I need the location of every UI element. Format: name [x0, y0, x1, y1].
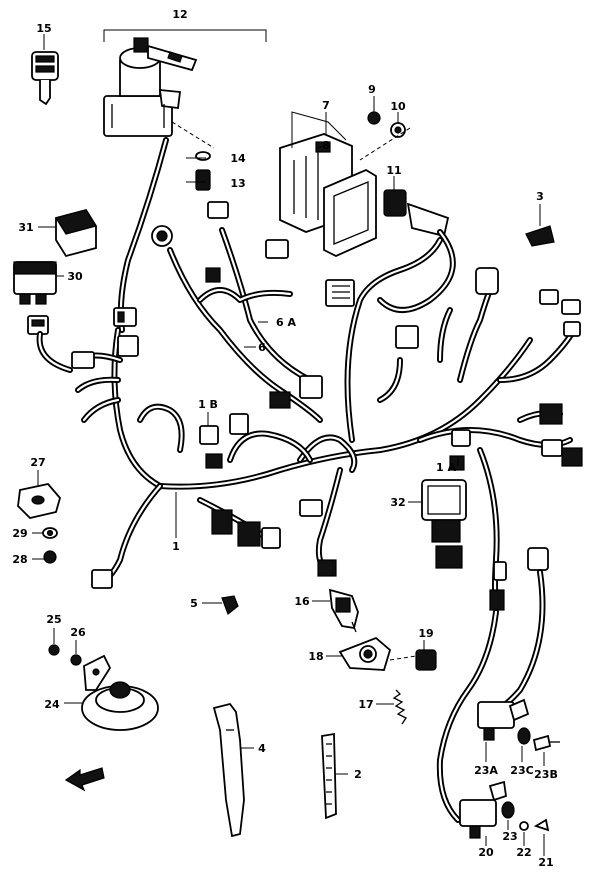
callout-21: 21 [538, 856, 553, 869]
nut-part-26 [70, 640, 82, 666]
connector-blocks [27, 201, 583, 611]
bracket-part-18 [338, 636, 417, 671]
callout-1A: 1 A [436, 461, 456, 474]
relay-part-31 [55, 208, 97, 258]
callout-23A: 23A [474, 764, 498, 777]
bolt-part-13 [171, 121, 215, 191]
callout-23B: 23B [534, 768, 558, 781]
horn-part-24 [81, 654, 159, 731]
callout-14: 14 [230, 152, 246, 165]
callout-29: 29 [12, 527, 27, 540]
relay-part-30 [13, 261, 57, 305]
switch-assembly-parts-20-23 [436, 569, 560, 856]
callout-17: 17 [358, 698, 373, 711]
spring-part-17 [376, 689, 407, 725]
sub-harness-part-6 [167, 227, 323, 423]
relay-part-32 [421, 479, 467, 543]
regulator-part-7 [279, 111, 377, 257]
callout-26: 26 [70, 626, 86, 639]
front-direction-arrow-icon [64, 767, 105, 792]
bracket-part-27 [17, 470, 61, 519]
callout-6: 6 [258, 341, 266, 354]
callout-12: 12 [172, 8, 187, 21]
callout-4: 4 [258, 742, 266, 755]
callout-5: 5 [190, 597, 198, 610]
callout-labels: 12 15 7 9 10 8 14 13 11 3 31 30 6 A 6 1 … [12, 8, 558, 869]
callout-28: 28 [12, 553, 27, 566]
callout-13: 13 [230, 177, 245, 190]
callout-2: 2 [354, 768, 362, 781]
callout-1: 1 [172, 540, 180, 553]
main-wire-harness-part-1 [73, 137, 573, 603]
callout-30: 30 [67, 270, 83, 283]
callout-10: 10 [390, 100, 406, 113]
callout-27: 27 [30, 456, 45, 469]
callout-23C: 23C [510, 764, 533, 777]
nut-part-29 [42, 527, 58, 539]
callout-18: 18 [308, 650, 323, 663]
screw-part-28 [43, 550, 57, 564]
callout-1B: 1 B [198, 398, 218, 411]
strap-part-4 [212, 702, 254, 838]
callout-16: 16 [294, 595, 310, 608]
sensor-part-16 [328, 588, 359, 633]
connector-part-11 [377, 189, 456, 313]
callout-25: 25 [46, 613, 61, 626]
ignition-switch-part-12 [103, 37, 198, 137]
callout-20: 20 [478, 846, 494, 859]
callout-12-bracket [103, 29, 267, 42]
screw-part-9 [367, 96, 381, 125]
callout-leaders [32, 34, 459, 704]
nut-part-10 [359, 112, 411, 161]
screw-part-25 [48, 628, 60, 656]
callout-19: 19 [418, 627, 433, 640]
callout-22: 22 [516, 846, 531, 859]
callout-24: 24 [44, 698, 60, 711]
callout-11: 11 [386, 164, 401, 177]
callout-23: 23 [502, 830, 517, 843]
callout-3: 3 [536, 190, 544, 203]
screw-part-19 [415, 649, 437, 671]
callout-15: 15 [36, 22, 51, 35]
callout-31: 31 [18, 221, 33, 234]
strap-part-2 [321, 732, 348, 820]
callout-9: 9 [368, 83, 376, 96]
clip-part-3 [525, 204, 555, 247]
callout-7: 7 [322, 99, 330, 112]
callout-6A: 6 A [276, 316, 296, 329]
key-part-15 [31, 51, 59, 106]
callout-32: 32 [390, 496, 405, 509]
bolt-part-5 [202, 595, 239, 615]
callout-8: 8 [322, 139, 330, 152]
